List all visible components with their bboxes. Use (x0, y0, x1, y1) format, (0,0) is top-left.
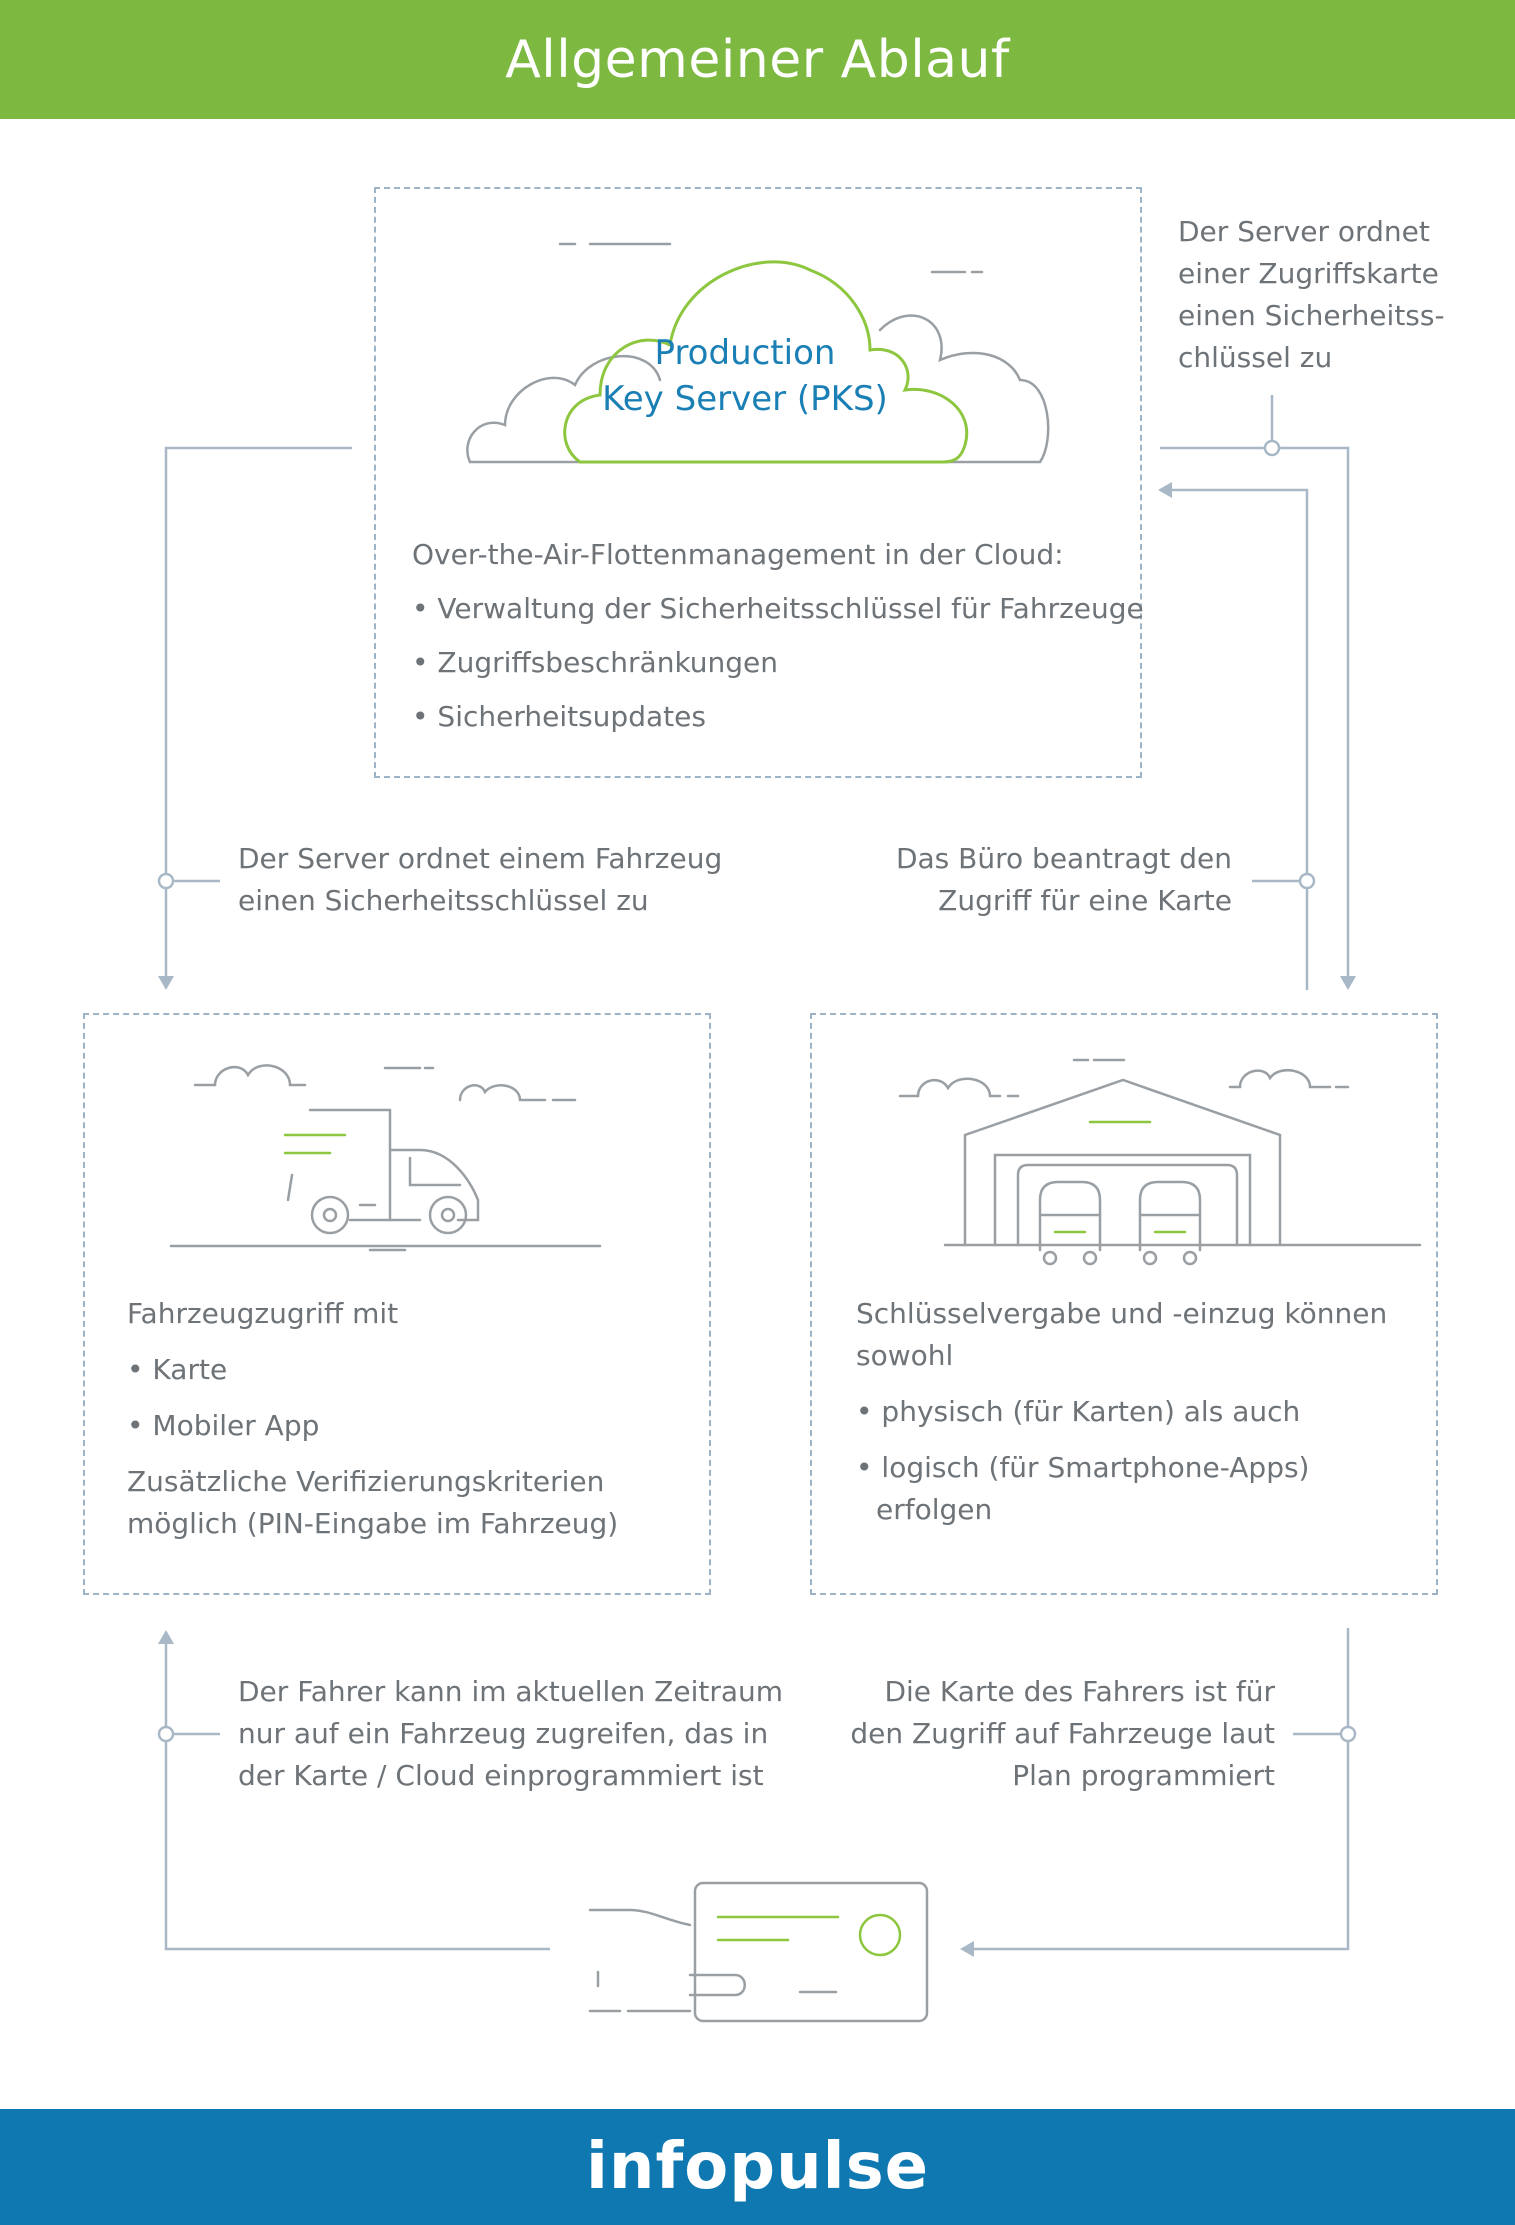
connector-node (1298, 872, 1316, 890)
cloud-icon (466, 242, 1050, 464)
list-item: Karte (127, 1349, 618, 1391)
vehicle-note-line: Zusätzliche Verifizierungskriterien (127, 1465, 605, 1498)
page-title: Allgemeiner Ablauf (0, 0, 1515, 119)
list-item: Sicherheitsupdates (412, 696, 1144, 738)
label-office-request: Das Büro beantragt den Zugriff für eine … (850, 838, 1232, 922)
label-line: Das Büro beantragt den (895, 842, 1232, 875)
connector-server-vehicle (164, 446, 352, 980)
truck-icon (169, 1064, 602, 1252)
label-server-card: Der Server ordnet einer Zugriffskarte ei… (1178, 211, 1445, 379)
hand-card-icon (588, 1881, 929, 2023)
label-card-programmed: Die Karte des Fahrers ist für den Zugrif… (830, 1671, 1275, 1797)
arrow-head-down-right (1340, 976, 1356, 990)
server-title-line: Production (654, 333, 836, 373)
label-line: Plan programmiert (1012, 1759, 1275, 1792)
office-description: Schlüsselvergabe und -einzug können sowo… (856, 1293, 1387, 1531)
server-title: Production Key Server (PKS) (550, 330, 940, 422)
server-box (374, 187, 1142, 778)
label-line: einen Sicherheitsschlüssel zu (238, 884, 649, 917)
server-description: Over-the-Air-Flottenmanagement in der Cl… (412, 534, 1144, 738)
list-item: Mobiler App (127, 1405, 618, 1447)
arrow-head-down-left (158, 976, 174, 990)
list-item: Zugriffsbeschränkungen (412, 642, 1144, 684)
label-line: einen Sicherheitss- (1178, 299, 1445, 332)
arrow-head-left-card (960, 1941, 974, 1957)
label-line: Der Fahrer kann im aktuellen Zeitraum (238, 1675, 784, 1708)
list-item: physisch (für Karten) als auch (856, 1391, 1387, 1433)
arrow-head-left-server (1158, 482, 1172, 498)
office-intro-line: Schlüsselvergabe und -einzug können (856, 1297, 1388, 1330)
list-item-continuation: erfolgen (876, 1493, 993, 1526)
list-item: Verwaltung der Sicherheitsschlüssel für … (412, 588, 1143, 630)
label-server-vehicle: Der Server ordnet einem Fahrzeug einen S… (238, 838, 722, 922)
connector-node (1339, 1725, 1357, 1743)
office-box (810, 1013, 1438, 1595)
server-title-line: Key Server (PKS) (602, 379, 888, 419)
connector-node (157, 1725, 175, 1743)
connector-node (157, 872, 175, 890)
label-line: Der Server ordnet (1178, 215, 1430, 248)
label-line: Der Server ordnet einem Fahrzeug (238, 842, 723, 875)
connector-card-vehicle (164, 1640, 550, 1951)
label-line: den Zugriff auf Fahrzeuge laut (850, 1717, 1275, 1750)
connector-server-office (1160, 446, 1350, 980)
label-line: Die Karte des Fahrers ist für (884, 1675, 1275, 1708)
vehicle-intro: Fahrzeugzugriff mit (127, 1297, 399, 1330)
vehicle-note-line: möglich (PIN-Eingabe im Fahrzeug) (127, 1507, 619, 1540)
connector-office-server (1168, 488, 1309, 990)
brand-logo: infopulse (0, 2109, 1515, 2225)
office-intro-line: sowohl (856, 1339, 954, 1372)
vehicle-box (83, 1013, 711, 1595)
garage-icon (898, 1058, 1422, 1266)
vehicle-description: Fahrzeugzugriff mit Karte Mobiler App Zu… (127, 1293, 618, 1545)
label-driver-access: Der Fahrer kann im aktuellen Zeitraum nu… (238, 1671, 783, 1797)
label-line: nur auf ein Fahrzeug zugreifen, das in (238, 1717, 769, 1750)
label-line: chlüssel zu (1178, 341, 1333, 374)
server-intro: Over-the-Air-Flottenmanagement in der Cl… (412, 538, 1064, 571)
label-line: der Karte / Cloud einprogrammiert ist (238, 1759, 764, 1792)
arrow-head-up-left (158, 1630, 174, 1644)
connector-node (1263, 439, 1281, 457)
label-line: Zugriff für eine Karte (938, 884, 1232, 917)
label-line: einer Zugriffskarte (1178, 257, 1439, 290)
list-item: logisch (für Smartphone-Apps) (856, 1447, 1387, 1489)
